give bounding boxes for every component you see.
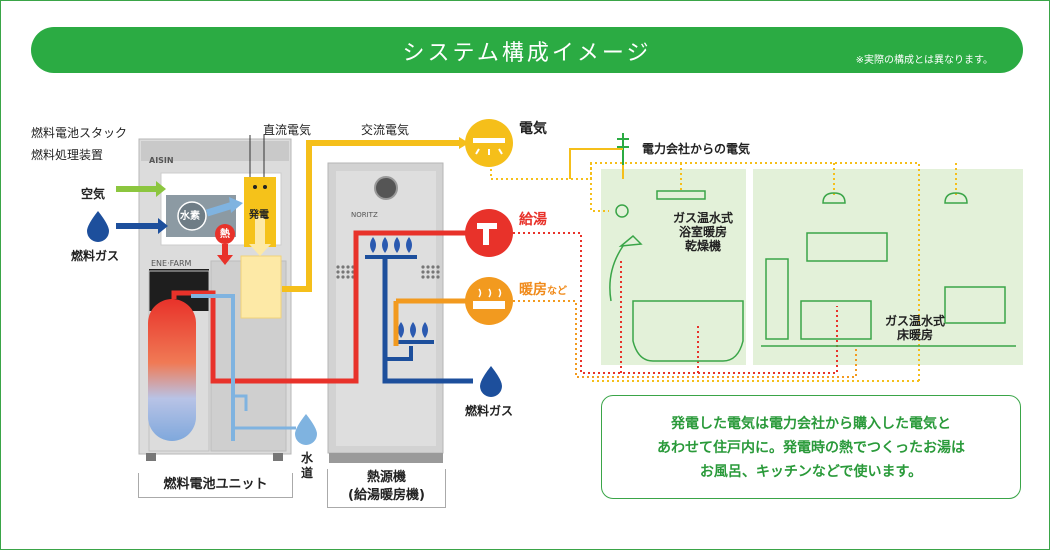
label-stack: 燃料電池スタック [31, 126, 128, 140]
unit-label-fuelcell: 燃料電池ユニット [138, 473, 293, 498]
label-water: 水道 [301, 451, 314, 480]
water-drop-icon [295, 414, 317, 445]
hot-water-pipe [171, 230, 473, 384]
label-grid: 電力会社からの電気 [642, 142, 751, 156]
living-room-line-art [761, 192, 1016, 347]
bathroom-panel [601, 169, 746, 365]
disclaimer-note: ※実際の構成とは異なります。 [855, 55, 993, 66]
label-fuel-gas-left: 燃料ガス [71, 249, 120, 263]
bathroom-line-art [609, 190, 744, 362]
label-hot-water: 給湯 [519, 212, 547, 228]
cold-water-pipe [191, 294, 235, 441]
fuel-gas-arrow-left [116, 218, 168, 234]
living-room-panel [753, 169, 1023, 365]
brand-noritz-logo: NORITZ [351, 211, 378, 219]
label-electricity: 電気 [519, 121, 547, 137]
label-air: 空気 [81, 187, 106, 201]
info-line-3: お風呂、キッチンなどで使います。 [699, 464, 923, 480]
label-floor-heating: ガス温水式床暖房 [885, 314, 946, 342]
info-line-2: あわせて住戸内に。発電時の熱でつくったお湯は [657, 440, 965, 456]
info-line-1: 発電した電気は電力会社から購入した電気と [671, 416, 951, 432]
fuel-gas-pipe-right [382, 255, 473, 384]
label-hydrogen: 水素 [180, 211, 200, 222]
label-heating: 暖房など [519, 282, 567, 298]
info-box: 発電した電気は電力会社から購入した電気と あわせて住戸内に。発電時の熱でつくった… [601, 395, 1021, 499]
unit-label-heat-source: 熱源機(給湯暖房機) [327, 469, 446, 508]
label-power-gen: 発電 [249, 210, 269, 221]
inverter-box [240, 255, 282, 319]
label-processor: 燃料処理装置 [31, 148, 104, 162]
header-banner: システム構成イメージ ※実際の構成とは異なります。 [31, 27, 1023, 73]
fuel-gas-drop-right-icon [480, 366, 502, 397]
hydrogen-circle [177, 201, 207, 231]
heat-circle [215, 224, 235, 244]
brand-enefarm-logo: ENE·FARM [151, 259, 192, 268]
label-dc: 直流電気 [263, 123, 312, 137]
label-bath-dryer: ガス温水式浴室暖房乾燥機 [673, 211, 734, 253]
hot-water-tank [148, 299, 196, 441]
burner-flames-bottom [398, 322, 428, 338]
brand-aisin-logo: AISIN [149, 156, 174, 165]
page-title: システム構成イメージ [402, 41, 652, 66]
ac-electric-line [282, 140, 463, 292]
label-fuel-gas-right: 燃料ガス [465, 404, 514, 418]
air-arrow [116, 181, 166, 197]
fuel-gas-drop-left-icon [87, 211, 109, 242]
burner-flames-top [370, 237, 412, 253]
hydrogen-arrow [205, 201, 235, 217]
label-heat: 熱 [220, 229, 230, 240]
label-ac: 交流電気 [361, 123, 410, 137]
